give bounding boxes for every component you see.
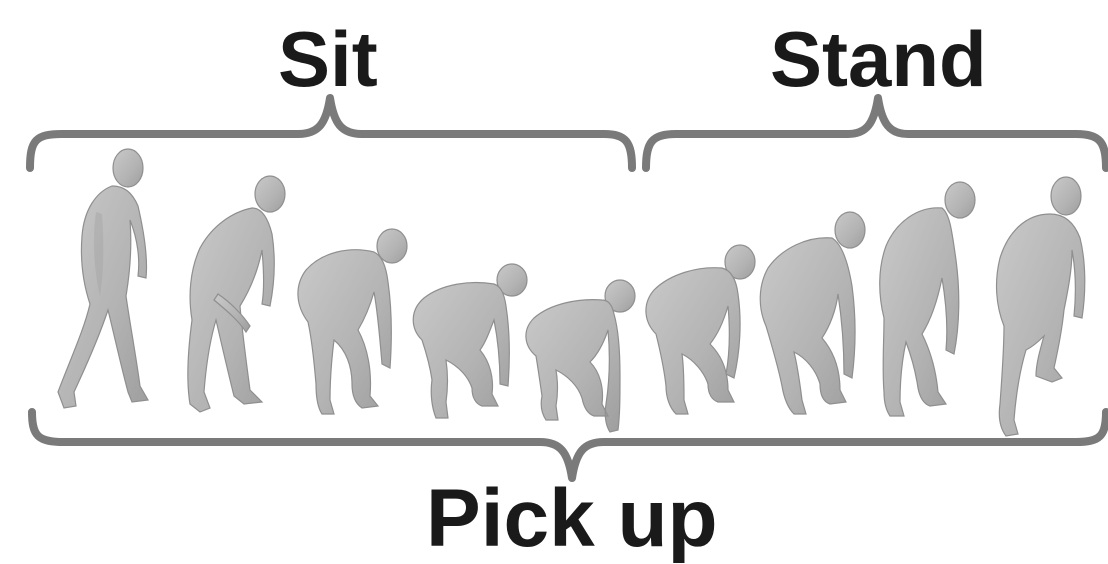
human-figure <box>995 176 1086 437</box>
human-figure <box>412 263 528 419</box>
human-figure <box>57 148 149 409</box>
human-figure <box>187 175 286 413</box>
stand-label: Stand <box>770 15 987 103</box>
human-figure <box>879 181 976 417</box>
stand-brace <box>642 94 1108 172</box>
human-figure <box>645 244 756 415</box>
human-figure <box>525 279 636 433</box>
human-figure <box>759 211 866 415</box>
pick-up-label: Pick up <box>426 473 718 564</box>
pick-up-brace <box>28 408 1108 482</box>
human-figure <box>297 228 408 415</box>
sit-label: Sit <box>278 15 378 103</box>
sit-brace <box>26 94 636 172</box>
